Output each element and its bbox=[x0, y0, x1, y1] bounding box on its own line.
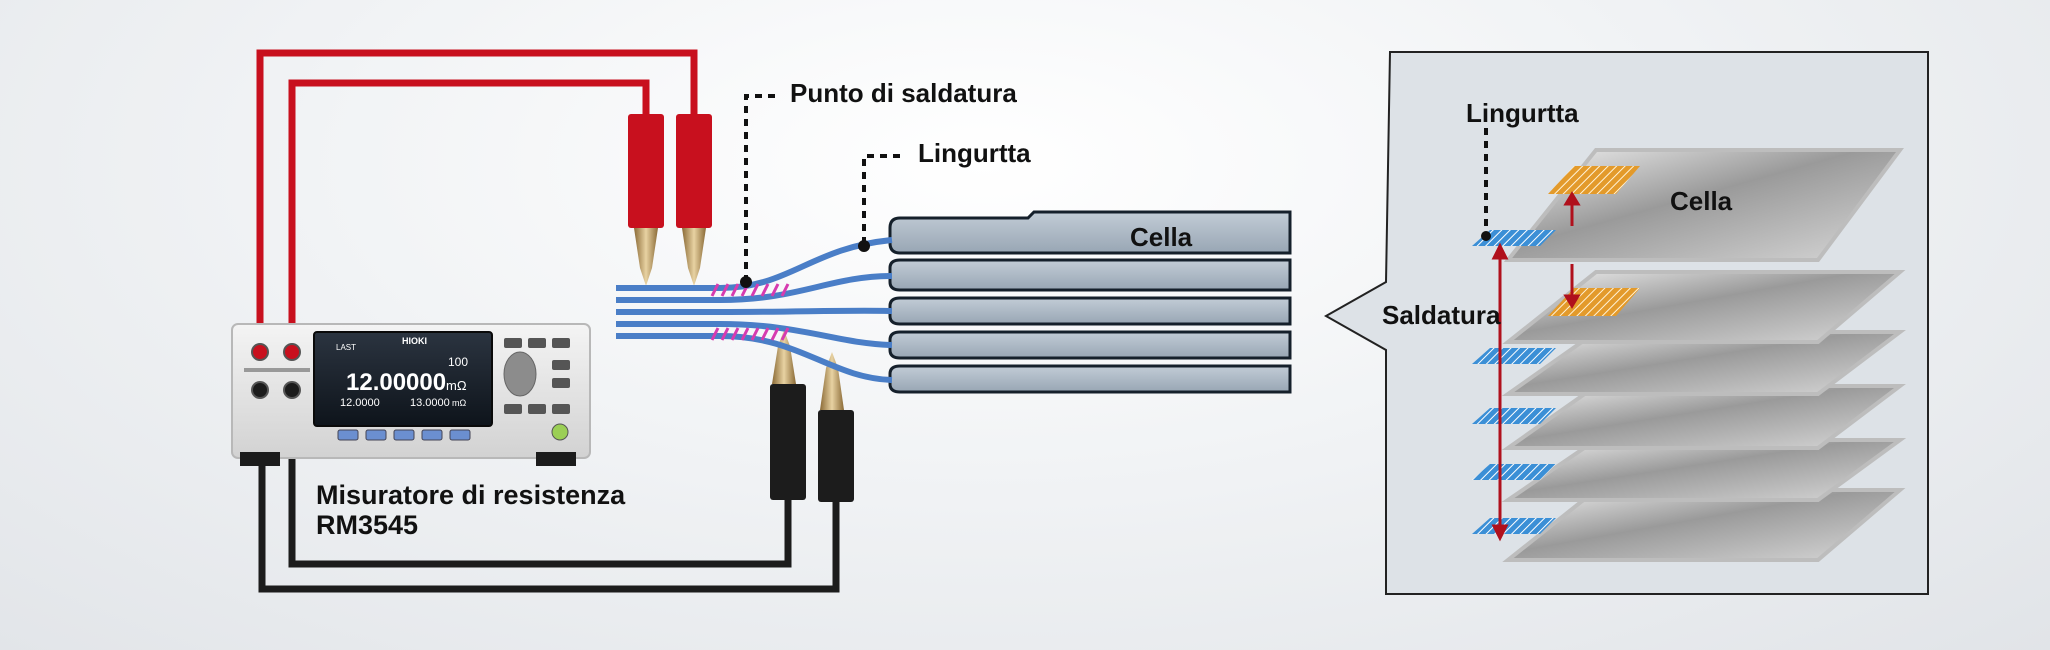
inset-tab-dot bbox=[1481, 231, 1491, 241]
black-wire-inner bbox=[288, 395, 792, 568]
meter-fkey-4 bbox=[421, 429, 443, 441]
inset-weld-arrows bbox=[1491, 191, 1581, 542]
red-lead-wires bbox=[256, 49, 698, 355]
inset-blue-tabs bbox=[1472, 230, 1556, 534]
meter-fkey-3 bbox=[393, 429, 415, 441]
black-probes bbox=[770, 330, 854, 502]
resistance-meter: LAST 100 12.00000 mΩ 12.0000 13.0000 mΩ … bbox=[231, 323, 591, 466]
red-wire-inner bbox=[288, 79, 650, 355]
weld-hatch-marks bbox=[710, 283, 790, 341]
tab-leader bbox=[862, 154, 904, 244]
cell-label: Cella bbox=[1130, 222, 1193, 252]
weld-point-leader bbox=[744, 94, 776, 282]
weld-point-dot bbox=[740, 276, 752, 288]
meter-brand: HIOKI bbox=[402, 336, 427, 346]
inset-tab-label: Lingurtta bbox=[1466, 98, 1579, 128]
svg-text:LAST: LAST bbox=[336, 343, 356, 352]
meter-fkey-5 bbox=[449, 429, 471, 441]
meter-fkey-1 bbox=[337, 429, 359, 441]
meter-sub-left: 12.0000 bbox=[340, 397, 380, 409]
black-lead-wires bbox=[258, 395, 840, 593]
black-wire-outer bbox=[258, 395, 840, 593]
meter-label-line2: RM3545 bbox=[316, 510, 418, 540]
meter-main-reading: 12.00000 bbox=[346, 369, 446, 396]
red-probes bbox=[628, 114, 712, 286]
tab-label: Lingurtta bbox=[918, 138, 1031, 168]
red-wire-outer bbox=[256, 49, 698, 355]
meter-label-line1: Misuratore di resistenza bbox=[316, 480, 626, 510]
meter-fkey-2 bbox=[365, 429, 387, 441]
weld-point-label: Punto di saldatura bbox=[790, 78, 1017, 108]
meter-sub-unit: mΩ bbox=[452, 398, 466, 408]
cell-stack bbox=[888, 210, 1292, 394]
meter-sub-right: 13.0000 bbox=[410, 397, 450, 409]
meter-main-unit: mΩ bbox=[446, 378, 467, 393]
inset-cell-label: Cella bbox=[1670, 186, 1733, 216]
tab-dot bbox=[858, 240, 870, 252]
blue-tab-bundle bbox=[616, 237, 893, 383]
inset-weld-label: Saldatura bbox=[1382, 300, 1501, 330]
meter-range: 100 bbox=[448, 355, 468, 369]
